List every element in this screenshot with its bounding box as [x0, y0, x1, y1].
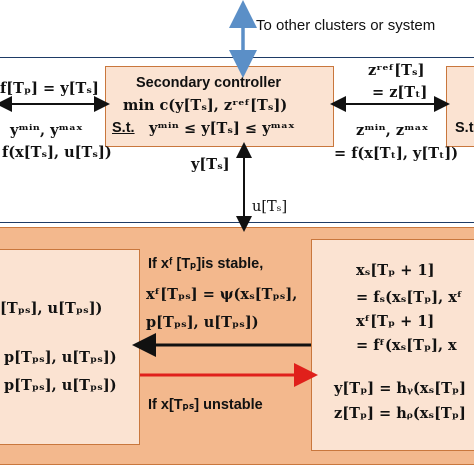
plant-eq-l5: y[Tₚ] = hᵧ(xₛ[Tₚ] [334, 380, 466, 397]
unstable-condition: If x[Tₚₛ] unstable [148, 397, 263, 413]
right-label-zref: zʳᵉᶠ[Tₛ] [368, 62, 425, 79]
mid-label-y: y[Tₛ] [191, 156, 230, 173]
right-label-zlimits: zᵐⁱⁿ, zᵐᵃˣ [356, 122, 429, 139]
plant-eq-l6: z[Tₚ] = hᵨ(xₛ[Tₚ] [334, 405, 466, 422]
secondary-constraint: yᵐⁱⁿ ≤ y[Tₛ] ≤ yᵐᵃˣ [149, 120, 295, 137]
plant-eq-l2: = fₛ(xₛ[Tₚ], xᶠ [356, 289, 463, 306]
lower-left-line2: p[Tₚₛ], u[Tₚₛ]) [4, 349, 117, 366]
left-label-top: f[Tₚ] = y[Tₛ] [0, 80, 99, 97]
left-label-limits: yᵐⁱⁿ, yᵐᵃˣ [10, 122, 83, 139]
plant-eq-l4: = fᶠ(xₛ[Tₚ], x [356, 337, 457, 354]
secondary-objective: min c(y[Tₛ], zʳᵉᶠ[Tₛ]) [123, 97, 288, 114]
stable-equation-line1: xᶠ[Tₚₛ] = ψ(xₛ[Tₚₛ], [146, 286, 298, 303]
lower-left-box [0, 249, 140, 445]
plant-eq-l1: xₛ[Tₚ + 1] [356, 262, 435, 279]
right-label-zt: = z[Tₜ] [372, 84, 428, 101]
secondary-controller-title: Secondary controller [136, 75, 282, 91]
neighbor-box-label: S.t [455, 120, 474, 136]
secondary-constraint-prefix: S.t. [112, 120, 135, 136]
mid-label-u: u[Tₛ] [252, 199, 288, 215]
stable-equation-line2: p[Tₚₛ], u[Tₚₛ]) [146, 314, 259, 331]
top-note: To other clusters or system [256, 17, 436, 34]
lower-left-line3: p[Tₚₛ], u[Tₚₛ]) [4, 377, 117, 394]
secondary-controller-box [105, 66, 334, 147]
lower-right-box [311, 239, 474, 451]
right-label-func: = f(x[Tₜ], y[Tₜ]) [334, 145, 459, 162]
stable-condition: If xᶠ [Tₚ]is stable, [148, 256, 264, 272]
plant-eq-l3: xᶠ[Tₚ + 1] [356, 313, 435, 330]
left-label-func: f(x[Tₛ], u[Tₛ]) [2, 144, 112, 161]
lower-left-line1: [Tₚₛ], u[Tₚₛ]) [0, 300, 103, 317]
